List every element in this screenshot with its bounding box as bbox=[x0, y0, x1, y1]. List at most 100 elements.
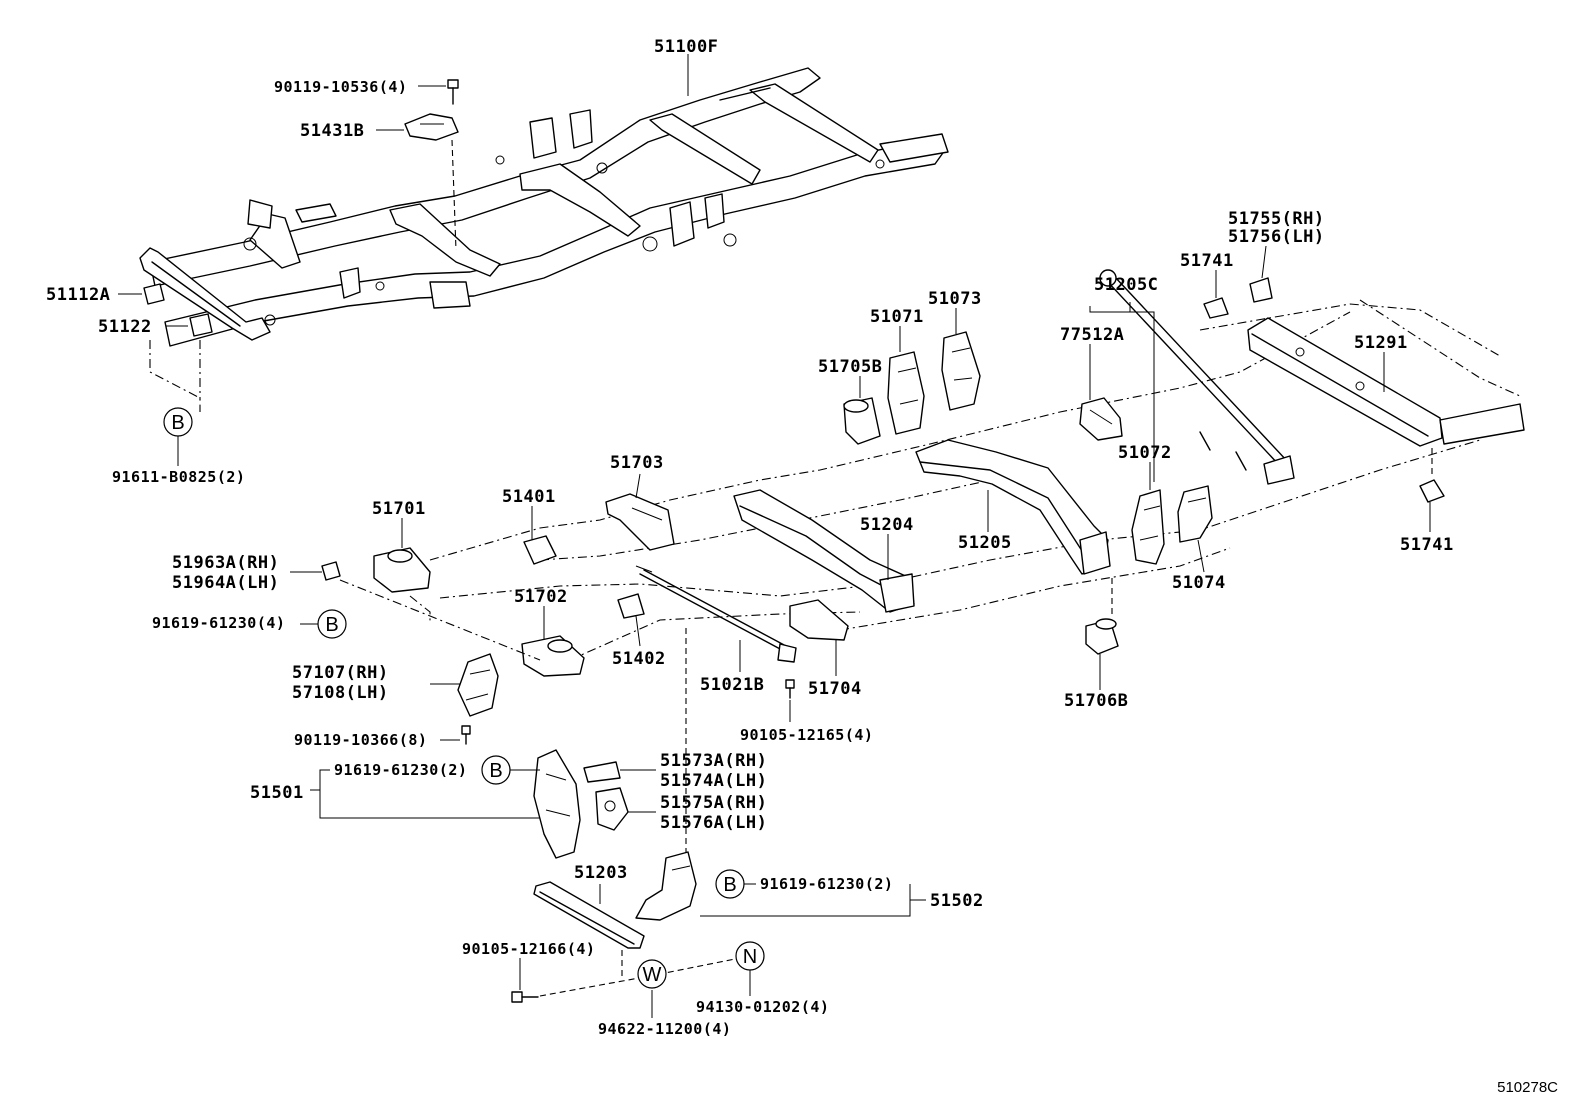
dash-51122-to-B bbox=[149, 340, 201, 412]
label-57108-lh: 57108(LH) bbox=[292, 683, 389, 703]
marker-B-1: B bbox=[163, 407, 193, 437]
label-51703: 51703 bbox=[610, 453, 664, 473]
label-51100F: 51100F bbox=[654, 37, 718, 57]
bolt-90119-10536-drawing bbox=[447, 79, 459, 105]
svg-text:N: N bbox=[743, 946, 757, 968]
part-51702-drawing bbox=[521, 635, 585, 677]
part-51704-drawing bbox=[789, 599, 849, 641]
label-51702: 51702 bbox=[514, 587, 568, 607]
part-51575A-drawing bbox=[595, 787, 629, 831]
label-51741-upper: 51741 bbox=[1180, 251, 1234, 271]
part-51701-drawing bbox=[373, 547, 431, 593]
bolt-90105-12166-drawing bbox=[511, 991, 539, 1003]
label-51291: 51291 bbox=[1354, 333, 1408, 353]
part-51021B-drawing bbox=[635, 565, 797, 663]
label-91619-61230-2b: 91619-61230(2) bbox=[760, 875, 893, 893]
label-51122: 51122 bbox=[98, 317, 152, 337]
part-51502-drawing bbox=[635, 851, 697, 921]
label-51574A-lh: 51574A(LH) bbox=[660, 771, 767, 791]
part-51205-drawing bbox=[915, 439, 1111, 575]
label-91611-B0825: 91611-B0825(2) bbox=[112, 468, 245, 486]
label-91619-61230-2a: 91619-61230(2) bbox=[334, 761, 467, 779]
lower-frame-outline bbox=[429, 299, 1521, 661]
label-90105-12166: 90105-12166(4) bbox=[462, 940, 595, 958]
label-51755-rh: 51755(RH) bbox=[1228, 209, 1325, 229]
label-51072: 51072 bbox=[1118, 443, 1172, 463]
marker-B-4: B bbox=[715, 869, 745, 899]
label-51964A-lh: 51964A(LH) bbox=[172, 573, 279, 593]
label-51112A: 51112A bbox=[46, 285, 110, 305]
label-51402: 51402 bbox=[612, 649, 666, 669]
label-90119-10536: 90119-10536(4) bbox=[274, 78, 407, 96]
label-51073: 51073 bbox=[928, 289, 982, 309]
part-51963A-drawing bbox=[321, 561, 341, 581]
label-94622-11200: 94622-11200(4) bbox=[598, 1020, 731, 1038]
label-91619-61230-4: 91619-61230(4) bbox=[152, 614, 285, 632]
dash-51701 bbox=[409, 595, 431, 624]
svg-text:B: B bbox=[325, 614, 338, 636]
label-51205: 51205 bbox=[958, 533, 1012, 553]
label-51204: 51204 bbox=[860, 515, 914, 535]
part-51741-lower-drawing bbox=[1419, 479, 1445, 503]
part-51402-drawing bbox=[617, 593, 645, 619]
part-51204-drawing bbox=[733, 489, 915, 613]
part-51705B-drawing bbox=[843, 397, 881, 445]
part-51706B-drawing bbox=[1085, 618, 1119, 655]
marker-N: N bbox=[735, 941, 765, 971]
label-51704: 51704 bbox=[808, 679, 862, 699]
label-51401: 51401 bbox=[502, 487, 556, 507]
dash-51963A bbox=[339, 579, 541, 661]
marker-B-2: B bbox=[317, 609, 347, 639]
diagram-reference-code: 510278C bbox=[1497, 1079, 1558, 1096]
label-94130-01202: 94130-01202(4) bbox=[696, 998, 829, 1016]
label-77512A: 77512A bbox=[1060, 325, 1124, 345]
part-labels: 51100F 90119-10536(4) 51431B 51112A 5112… bbox=[46, 37, 1558, 1096]
label-51706B: 51706B bbox=[1064, 691, 1128, 711]
label-51021B: 51021B bbox=[700, 675, 764, 695]
label-51205C: 51205C bbox=[1094, 275, 1158, 295]
part-51573A-drawing bbox=[583, 761, 621, 783]
bolt-90105-12165-drawing bbox=[785, 679, 795, 699]
label-51203: 51203 bbox=[574, 863, 628, 883]
label-51576A-lh: 51576A(LH) bbox=[660, 813, 767, 833]
part-51431B-drawing bbox=[404, 113, 459, 251]
label-51501: 51501 bbox=[250, 783, 304, 803]
part-51401-drawing bbox=[523, 535, 557, 565]
part-51741-upper-drawing bbox=[1203, 297, 1229, 319]
label-57107-rh: 57107(RH) bbox=[292, 663, 389, 683]
part-51291-drawing bbox=[1247, 317, 1525, 447]
label-51071: 51071 bbox=[870, 307, 924, 327]
label-51431B: 51431B bbox=[300, 121, 364, 141]
label-51074: 51074 bbox=[1172, 573, 1226, 593]
label-51741-lower: 51741 bbox=[1400, 535, 1454, 555]
label-51575A-rh: 51575A(RH) bbox=[660, 793, 767, 813]
part-57107-drawing bbox=[457, 653, 499, 717]
part-51703-drawing bbox=[605, 493, 675, 551]
part-77512A-drawing bbox=[1079, 397, 1123, 441]
part-51501-drawing bbox=[533, 749, 581, 859]
marker-W: W bbox=[637, 959, 667, 989]
label-90119-10366: 90119-10366(8) bbox=[294, 731, 427, 749]
part-51072-drawing bbox=[1131, 489, 1165, 565]
label-51705B: 51705B bbox=[818, 357, 882, 377]
label-90105-12165: 90105-12165(4) bbox=[740, 726, 873, 744]
part-51205C-drawing bbox=[1099, 269, 1295, 485]
label-51963A-rh: 51963A(RH) bbox=[172, 553, 279, 573]
label-51573A-rh: 51573A(RH) bbox=[660, 751, 767, 771]
svg-text:B: B bbox=[171, 412, 184, 434]
part-51203-drawing bbox=[533, 881, 645, 949]
part-51073-drawing bbox=[941, 331, 981, 411]
marker-B-3: B bbox=[481, 755, 511, 785]
part-51122-drawing bbox=[189, 313, 213, 337]
part-51071-drawing bbox=[887, 351, 925, 435]
bolt-90119-10366-drawing bbox=[461, 725, 471, 745]
part-51755-drawing bbox=[1249, 277, 1273, 303]
svg-text:B: B bbox=[723, 874, 736, 896]
label-51756-lh: 51756(LH) bbox=[1228, 227, 1325, 247]
label-51701: 51701 bbox=[372, 499, 426, 519]
part-51074-drawing bbox=[1177, 485, 1213, 543]
leader-lines bbox=[118, 54, 1431, 1018]
label-51502: 51502 bbox=[930, 891, 984, 911]
part-51112A-drawing bbox=[143, 283, 165, 305]
